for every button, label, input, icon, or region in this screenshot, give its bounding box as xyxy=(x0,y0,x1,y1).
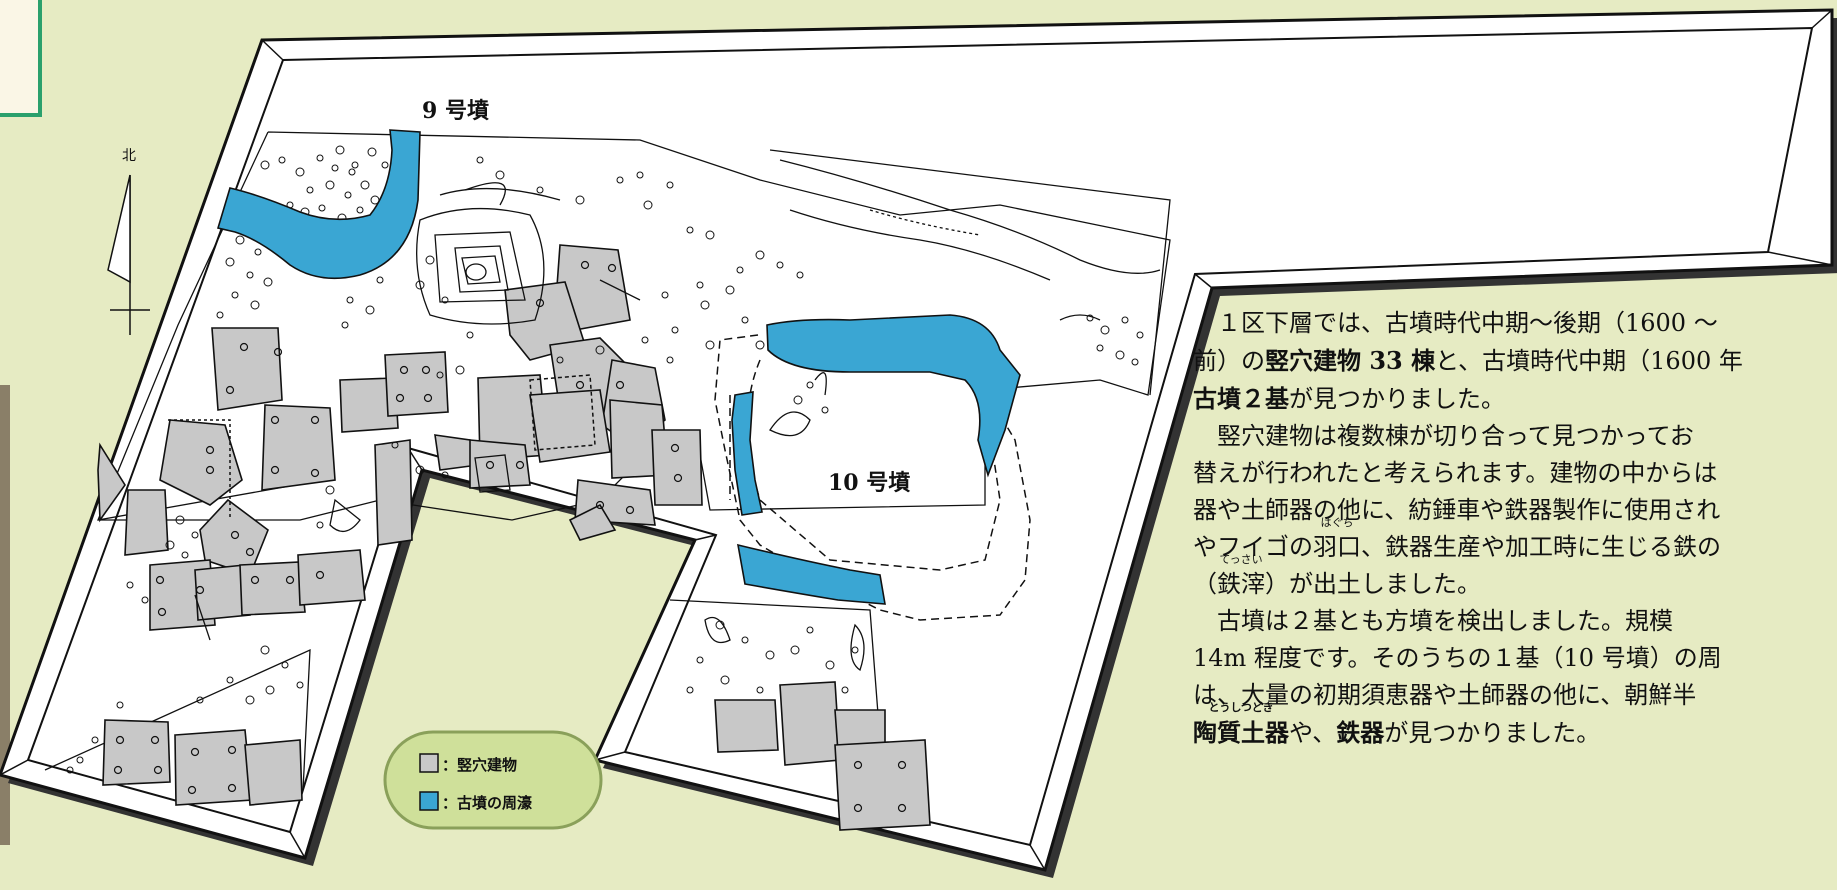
description-text: １区下層では、古墳時代中期～後期（1600 ～ 前）の竪穴建物 33 棟と、古墳… xyxy=(1193,305,1837,752)
legend-moat: ：古墳の周濠 xyxy=(442,794,532,812)
moat-9 xyxy=(216,129,421,280)
ruby-tessai-reading: てっさい xyxy=(1219,553,1263,566)
kofun-moats xyxy=(216,129,1021,605)
dwelling xyxy=(174,729,253,806)
text-p3-b: 14m 程度です。そのうちの１基（10 号墳）の周 xyxy=(1193,644,1722,672)
text-p1-c: と、古墳時代中期（1600 年 xyxy=(1435,347,1743,375)
dwelling xyxy=(529,389,611,463)
text-p1-a: １区下層では、古墳時代中期～後期（1600 ～ xyxy=(1217,309,1718,337)
text-p1-b-bold: 竪穴建物 33 棟 xyxy=(1265,346,1436,375)
text-p2-b: 替えが行われたと考えられます。建物の中からは xyxy=(1193,459,1718,487)
ruby-toushitsudoki-base: 陶質土器 xyxy=(1193,718,1289,747)
dwelling xyxy=(384,351,449,417)
ruby-tessai: てっさい鉄滓 xyxy=(1217,554,1265,603)
dwelling xyxy=(211,327,283,411)
dwelling xyxy=(714,699,779,753)
text-p3-d2: が見つかりました。 xyxy=(1384,719,1601,747)
text-p3-d1: や、 xyxy=(1289,719,1337,747)
kofun10-label: 10 号墳 xyxy=(828,470,910,496)
dwelling xyxy=(97,442,126,523)
ruby-haguchi-reading: はぐち xyxy=(1320,516,1354,529)
text-p1-d-bold: 古墳２基 xyxy=(1193,384,1289,413)
dwelling xyxy=(159,419,243,506)
legend: ：竪穴建物 ：古墳の周濠 xyxy=(383,730,603,830)
text-p2-c: 器や土師器の他に、紡錘車や鉄器製作に使用され xyxy=(1193,496,1721,524)
dwelling xyxy=(469,439,531,489)
text-p2-a: 竪穴建物は複数棟が切り合って見つかってお xyxy=(1217,422,1694,450)
left-photo-strip xyxy=(0,385,10,845)
text-p1-b: 前）の xyxy=(1193,347,1265,375)
north-label: 北 xyxy=(122,148,136,164)
irregular-features xyxy=(194,159,1161,672)
legend-swatch-dwelling xyxy=(419,753,439,773)
dwelling xyxy=(779,681,841,766)
ruby-tessai-base: 鉄滓 xyxy=(1217,570,1265,598)
dwelling xyxy=(261,404,336,491)
legend-dwelling: ：竪穴建物 xyxy=(442,756,517,774)
text-p3-d-bold: 鉄器 xyxy=(1336,718,1385,747)
kofun9-label: 9 号墳 xyxy=(422,98,489,124)
legend-swatch-moat xyxy=(419,791,439,811)
dwelling xyxy=(568,503,617,541)
dwelling xyxy=(374,439,413,546)
dwelling xyxy=(297,549,366,606)
text-p2-d1: やフイゴの xyxy=(1193,533,1313,561)
text-p2-e2: ）が出土しました。 xyxy=(1265,570,1481,598)
left-box xyxy=(0,0,42,117)
moat-10-north xyxy=(766,314,1021,478)
ruby-haguchi: はぐち羽口 xyxy=(1313,517,1361,566)
ruby-haguchi-base: 羽口 xyxy=(1313,533,1361,561)
ruby-toushitsudoki-reading: とうしつどき xyxy=(1208,701,1274,714)
dwelling xyxy=(239,561,306,616)
text-p2-e1: （ xyxy=(1193,570,1217,598)
post-holes xyxy=(113,260,907,813)
dwelling xyxy=(102,719,171,786)
moat-10-west xyxy=(731,391,763,516)
moat-10-south xyxy=(736,543,886,605)
dwelling xyxy=(124,489,169,556)
frame-bevels xyxy=(0,9,1833,871)
ruby-toushitsudoki: とうしつどき陶質土器 xyxy=(1193,702,1289,751)
dwelling xyxy=(339,377,399,433)
text-p1-d: が見つかりました。 xyxy=(1289,385,1505,413)
text-p3-a: 古墳は２基とも方墳を検出しました。規模 xyxy=(1217,607,1673,635)
dwelling xyxy=(651,429,703,506)
pit-dwellings xyxy=(97,244,931,831)
dwelling xyxy=(244,739,303,806)
text-p3-c: は、大量の初期須恵器や土師器の他に、朝鮮半 xyxy=(1193,681,1697,709)
dwelling xyxy=(834,739,931,831)
text-p2-d2: 、鉄器生産や加工時に生じる鉄の xyxy=(1361,533,1721,561)
scattered-pits xyxy=(66,145,1144,774)
north-arrow xyxy=(107,174,150,335)
